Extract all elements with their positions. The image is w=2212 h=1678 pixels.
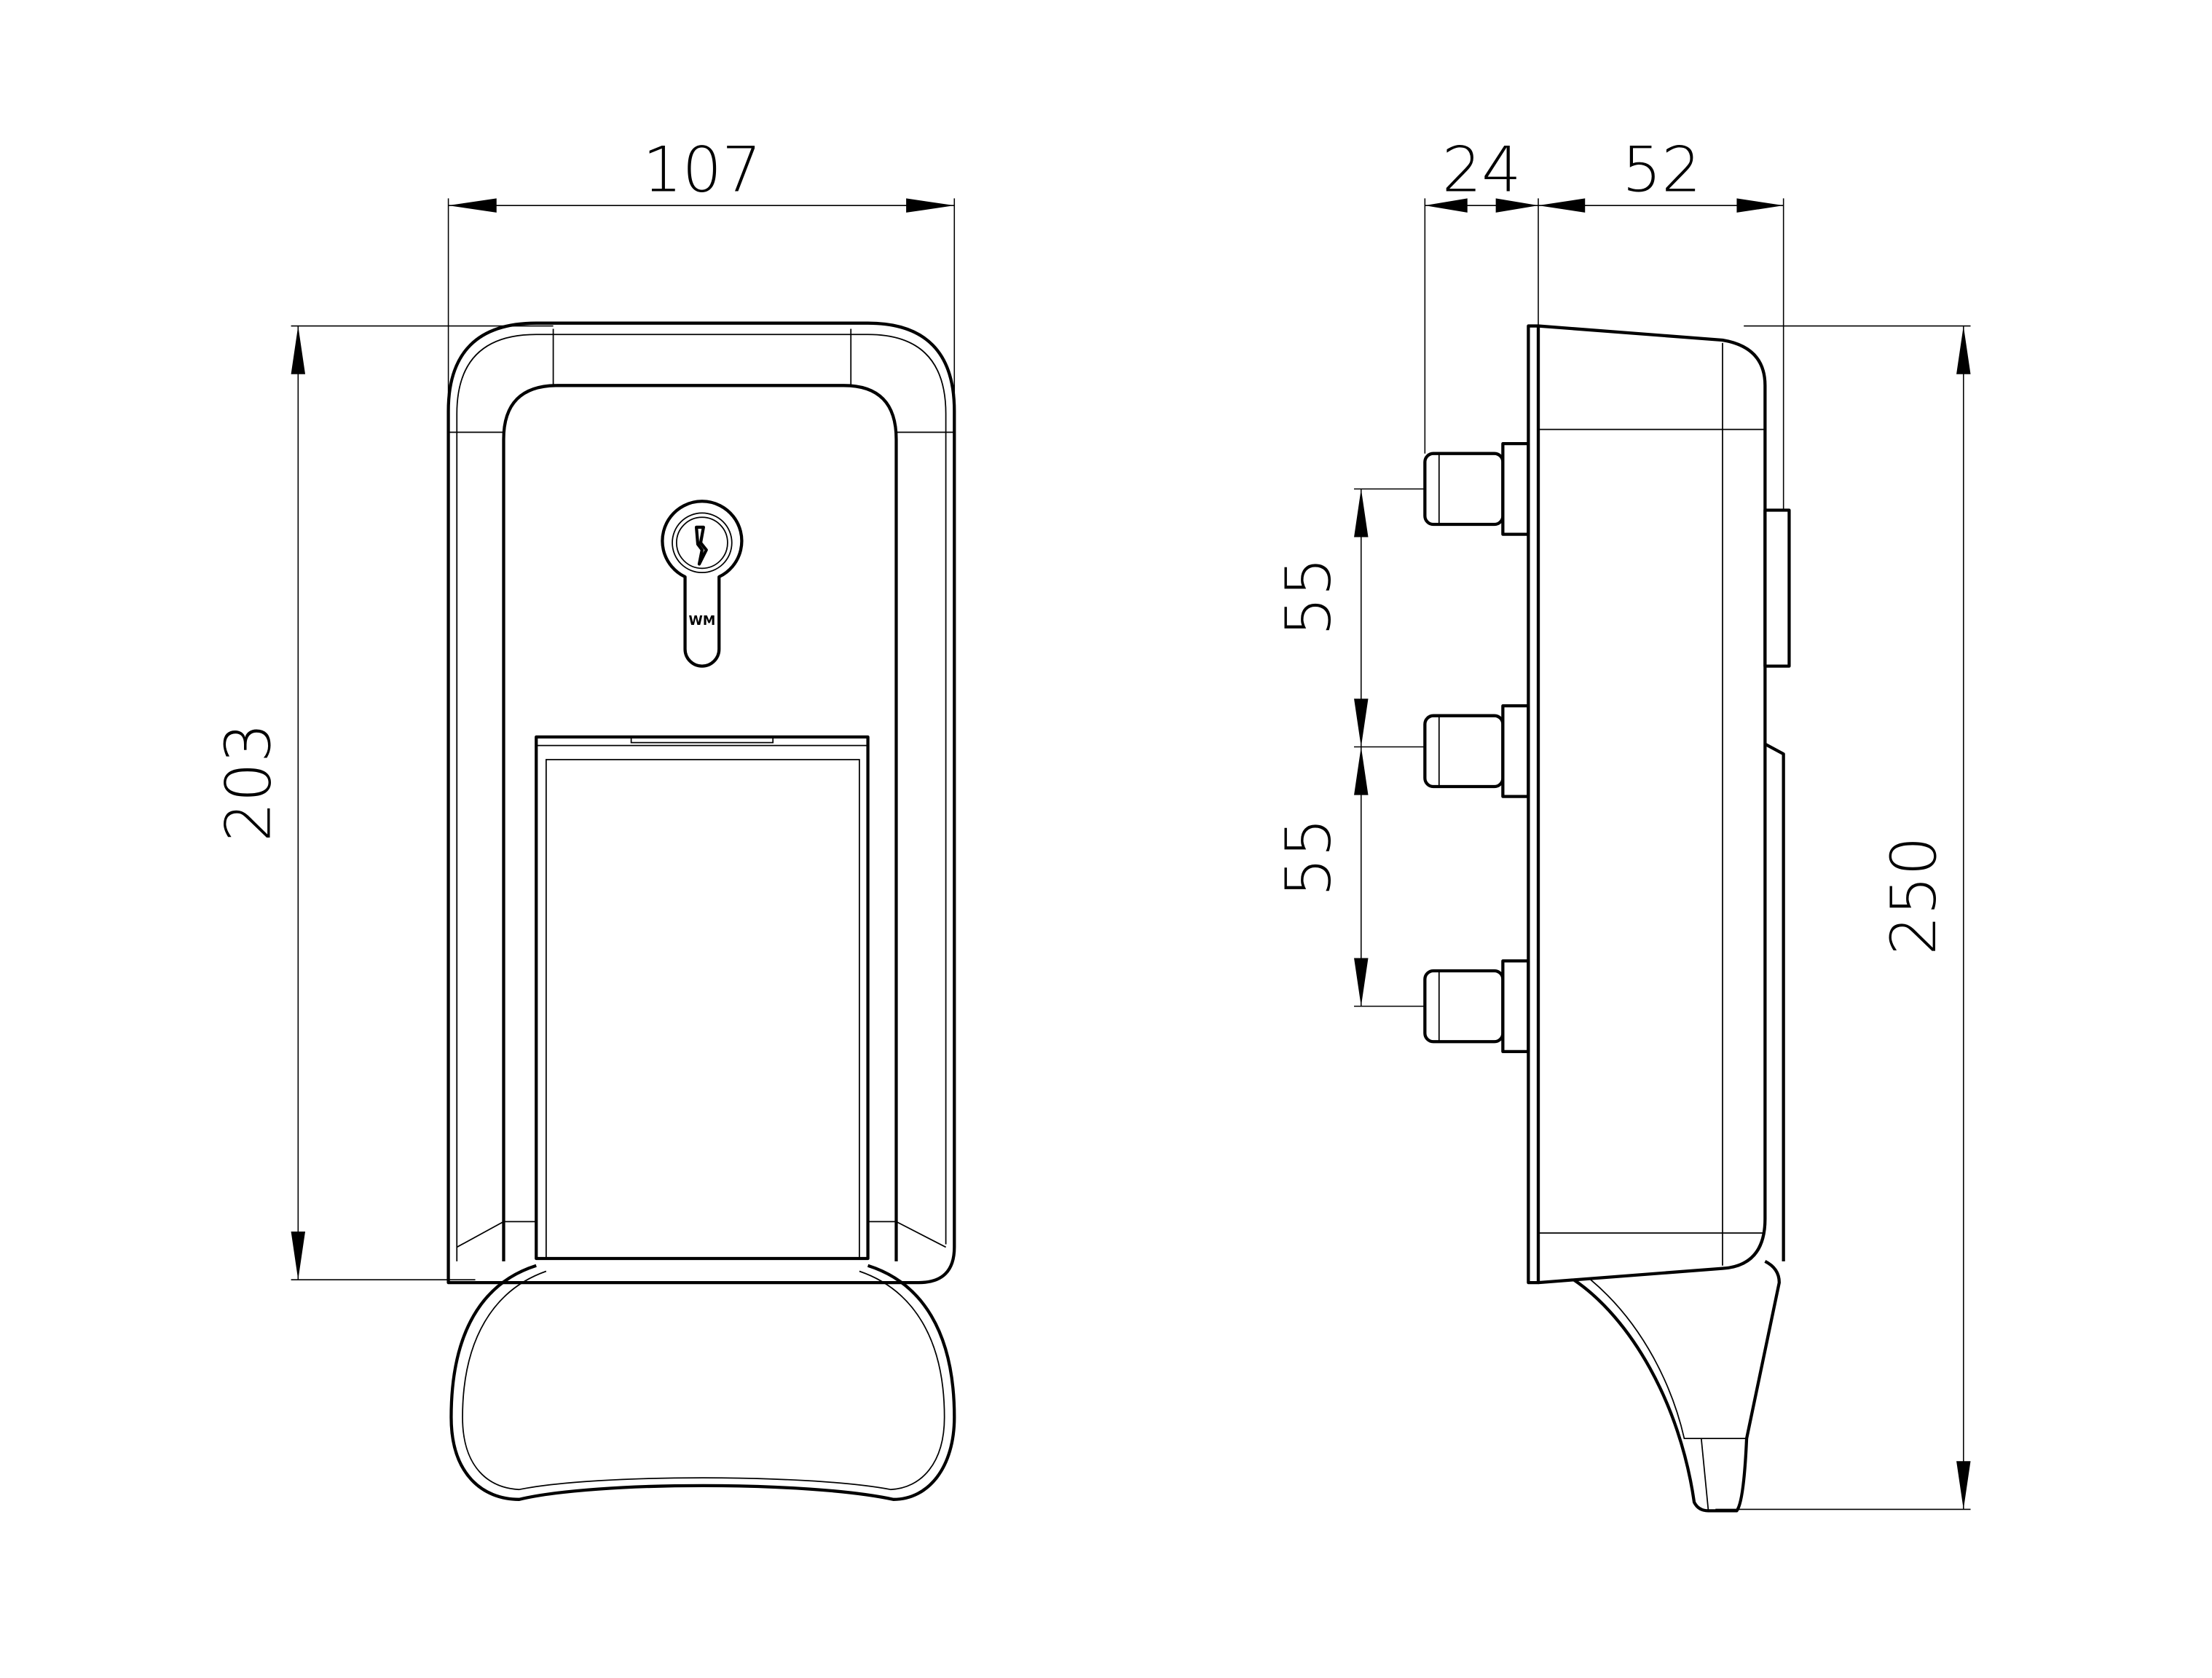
mounting-pin-top (1423, 441, 1530, 536)
dimension-overall-height: 250 (1715, 325, 1971, 1510)
keyhole-ring-inner (676, 516, 728, 570)
side-body-outline (1538, 324, 1767, 1285)
side-view: 24 52 55 55 250 (1273, 135, 1971, 1513)
dimension-label-pin-spacing-upper: 55 (1273, 557, 1345, 637)
front-handle[interactable] (449, 1264, 956, 1501)
dimension-label-overall-height: 250 (1878, 836, 1951, 955)
keyhole-ring (672, 512, 733, 574)
dimension-depth: 52 (1538, 135, 1784, 511)
front-view: WM 107 203 (213, 135, 956, 1501)
lock-marking: WM (689, 614, 716, 629)
key-slot-icon (694, 525, 708, 566)
side-handle[interactable] (1573, 1259, 1781, 1513)
side-lock-protrusion (1763, 508, 1791, 668)
dimension-pin-length: 24 (1424, 135, 1539, 454)
side-body-details (1538, 342, 1766, 1266)
front-body-outline (446, 321, 956, 1285)
front-handle-inner (462, 1270, 945, 1491)
mounting-pin-middle (1423, 704, 1530, 798)
dimension-pin-spacing: 55 55 (1273, 488, 1425, 1007)
front-flap-inner (536, 736, 868, 1258)
keyhole-outline (661, 500, 744, 668)
dimension-label-height-front: 203 (213, 722, 285, 841)
side-handle-inner (1590, 1279, 1747, 1511)
mounting-pin-bottom (1423, 959, 1530, 1054)
dimension-label-pin-length: 24 (1442, 135, 1522, 207)
dimension-height-front: 203 (213, 325, 554, 1280)
dimension-label-depth: 52 (1622, 135, 1701, 207)
side-back-plate (1527, 324, 1540, 1285)
front-frame-bevel (448, 328, 955, 1248)
front-body-outline-inner (456, 334, 947, 1261)
dimension-width: 107 (447, 135, 956, 411)
dimension-label-width: 107 (642, 135, 761, 207)
dimension-label-pin-spacing-lower: 55 (1273, 818, 1345, 897)
front-inner-frame (502, 384, 898, 1261)
lock-cylinder[interactable]: WM (661, 500, 744, 668)
side-flap (1764, 742, 1785, 1261)
front-flap[interactable] (535, 735, 870, 1261)
